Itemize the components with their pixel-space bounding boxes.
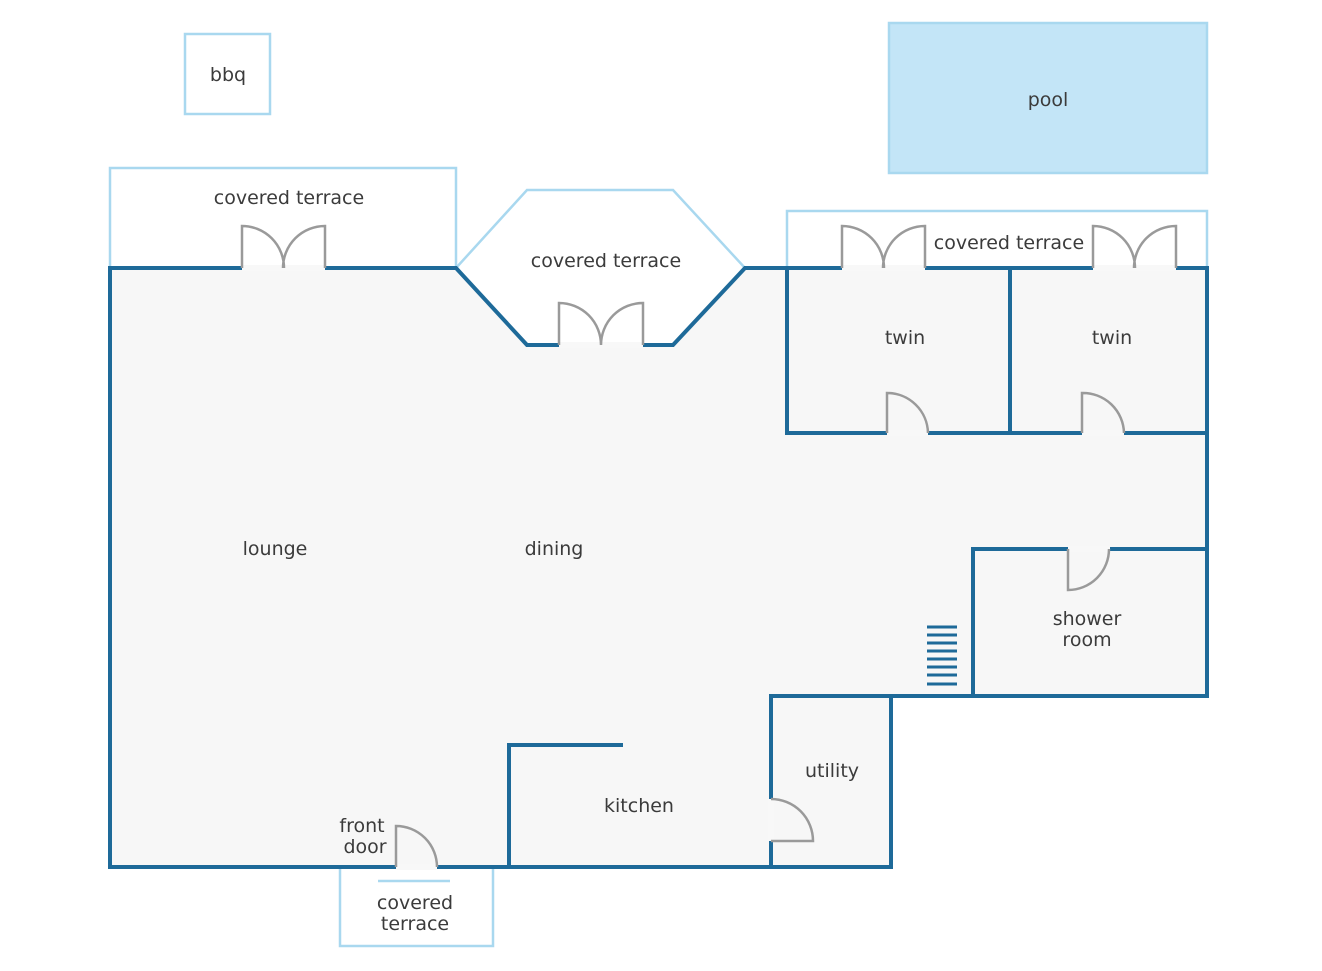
label-twin-2: twin	[1092, 327, 1132, 349]
label-utility: utility	[805, 760, 859, 782]
label-bbq: bbq	[210, 64, 246, 86]
double-door-twin1-terrace[interactable]	[840, 224, 927, 269]
label-shower-line2: room	[1062, 629, 1111, 651]
label-terrace-front-line1: covered	[377, 892, 453, 914]
label-dining: dining	[525, 538, 584, 560]
label-terrace-right: covered terrace	[934, 232, 1084, 254]
label-twin-1: twin	[885, 327, 925, 349]
label-terrace-left: covered terrace	[214, 187, 364, 209]
double-door-twin2-terrace[interactable]	[1091, 224, 1178, 269]
kitchen-wall	[507, 743, 623, 869]
covered-terrace-left	[108, 166, 458, 268]
floor-area	[110, 268, 1207, 867]
label-front-door-line1: front	[339, 815, 384, 837]
covered-terrace-right	[785, 209, 1209, 268]
stairs-icon	[927, 625, 957, 686]
door-twin2[interactable]	[1080, 391, 1126, 434]
label-shower-line1: shower	[1053, 608, 1122, 630]
label-terrace-front-line2: terrace	[381, 913, 449, 935]
front-door[interactable]	[394, 824, 439, 868]
label-lounge: lounge	[243, 538, 308, 560]
bbq-area	[183, 32, 272, 116]
double-door-lounge-terrace[interactable]	[240, 224, 327, 269]
label-terrace-center: covered terrace	[531, 250, 681, 272]
label-pool: pool	[1028, 89, 1069, 111]
pool	[887, 21, 1209, 175]
twin-rooms-wall	[785, 266, 1209, 435]
exterior-wall	[108, 266, 1209, 869]
door-utility[interactable]	[770, 797, 815, 843]
covered-terrace-front	[338, 867, 495, 948]
door-shower-room[interactable]	[1066, 548, 1111, 592]
covered-terrace-center	[455, 188, 746, 269]
double-door-dining-terrace[interactable]	[557, 301, 645, 346]
label-kitchen: kitchen	[604, 795, 674, 817]
shower-room-wall	[971, 547, 1209, 698]
door-twin1[interactable]	[885, 391, 930, 434]
label-front-door-line2: door	[343, 836, 386, 858]
